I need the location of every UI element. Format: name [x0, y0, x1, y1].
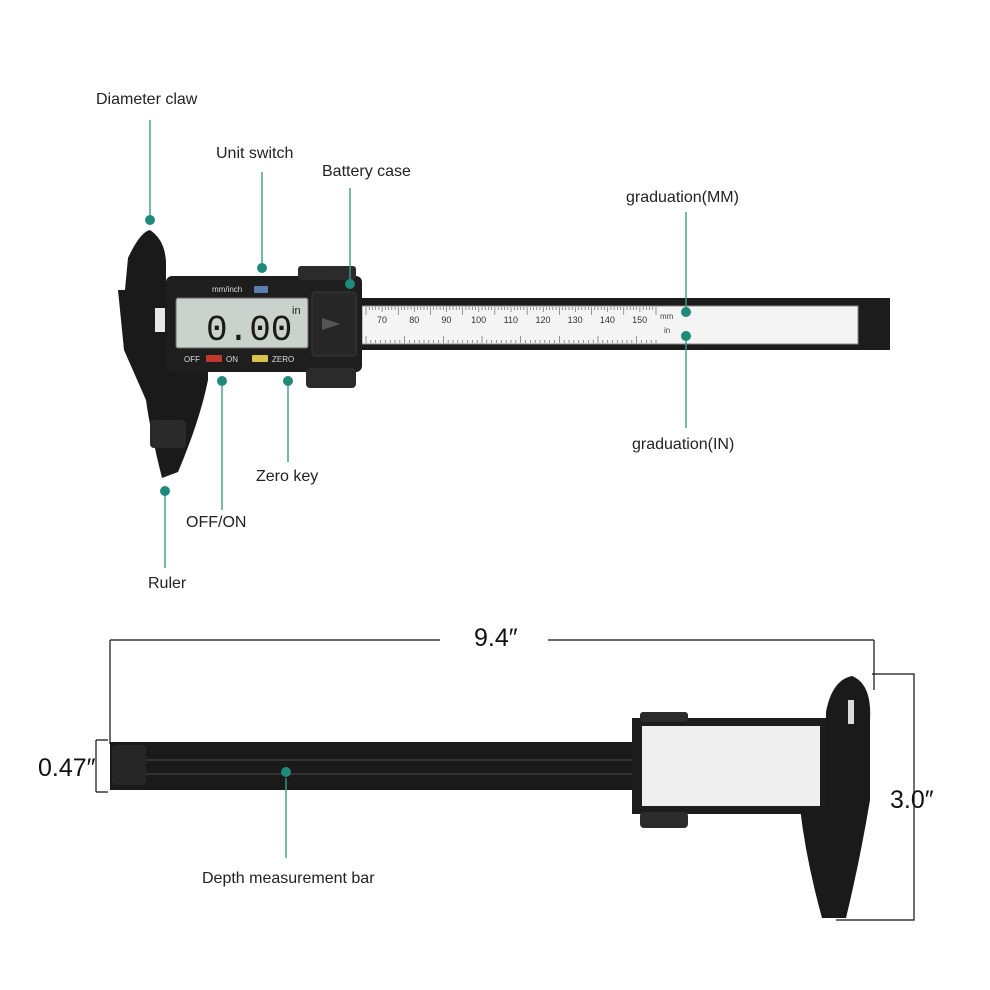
jaw-foot	[150, 420, 186, 448]
on-button[interactable]	[206, 355, 222, 362]
mm-tick-label: 130	[568, 315, 583, 325]
label-unit-switch: Unit switch	[216, 145, 294, 162]
mm-tick-label: 140	[600, 315, 615, 325]
on-label: ON	[226, 355, 238, 364]
mm-tick-label: 120	[535, 315, 550, 325]
off-label: OFF	[184, 355, 200, 364]
mm-tick-label: 80	[409, 315, 419, 325]
mm-scale-labels: 70 80 90 100 110 120 130 140 150	[377, 315, 647, 325]
label-battery-case: Battery case	[322, 163, 411, 180]
diameter-claw	[124, 230, 166, 300]
top-caliper: mm in 70 80 90 100 110 120 130 140 150 0.00 in m…	[118, 230, 890, 478]
side-label-plate	[642, 726, 820, 806]
mode-label: mm/inch	[212, 285, 242, 294]
label-ruler: Ruler	[148, 575, 187, 592]
zero-label: ZERO	[272, 355, 294, 364]
side-jaw-slot	[848, 700, 854, 724]
mm-unit-text: mm	[660, 312, 674, 321]
arrow-icon	[322, 318, 340, 330]
mm-scale-ticks	[365, 307, 657, 315]
mm-tick-label: 110	[504, 315, 518, 325]
lcd-unit: in	[292, 305, 301, 317]
side-top-wheel	[640, 712, 688, 722]
label-zero-key: Zero key	[256, 468, 319, 485]
mm-tick-label: 70	[377, 315, 387, 325]
lcd-screen	[175, 297, 309, 349]
bottom-thumb-wheel	[306, 368, 356, 388]
mm-tick-label: 150	[632, 315, 647, 325]
label-graduation-in: graduation(IN)	[632, 436, 735, 453]
mm-tick-label: 90	[441, 315, 451, 325]
top-thumb-wheel	[298, 266, 356, 280]
depth-bar-tip	[112, 745, 146, 785]
side-bottom-wheel	[640, 812, 688, 828]
dimension-length: 9.4″	[474, 624, 518, 652]
depth-bar-marker	[281, 767, 291, 777]
unit-switch-button[interactable]	[254, 286, 268, 293]
top-callouts	[149, 120, 687, 568]
mm-tick-label: 100	[471, 315, 486, 325]
zero-button[interactable]	[252, 355, 268, 362]
label-graduation-mm: graduation(MM)	[626, 189, 739, 206]
bottom-caliper	[110, 676, 871, 918]
jaw-slot	[155, 308, 165, 332]
in-scale-ticks	[365, 336, 657, 343]
depth-bar	[110, 742, 640, 790]
dimension-lines	[95, 639, 915, 921]
dimension-height: 3.0″	[890, 786, 934, 814]
label-diameter-claw: Diameter claw	[96, 91, 198, 108]
dimension-thickness: 0.47″	[38, 754, 96, 782]
label-depth-bar: Depth measurement bar	[202, 870, 375, 887]
in-unit-text: in	[664, 326, 670, 335]
top-markers	[145, 215, 691, 496]
scale-window	[361, 305, 859, 345]
lcd-reading: 0.00	[206, 310, 292, 351]
side-jaw	[800, 676, 871, 918]
label-off-on: OFF/ON	[186, 514, 247, 531]
